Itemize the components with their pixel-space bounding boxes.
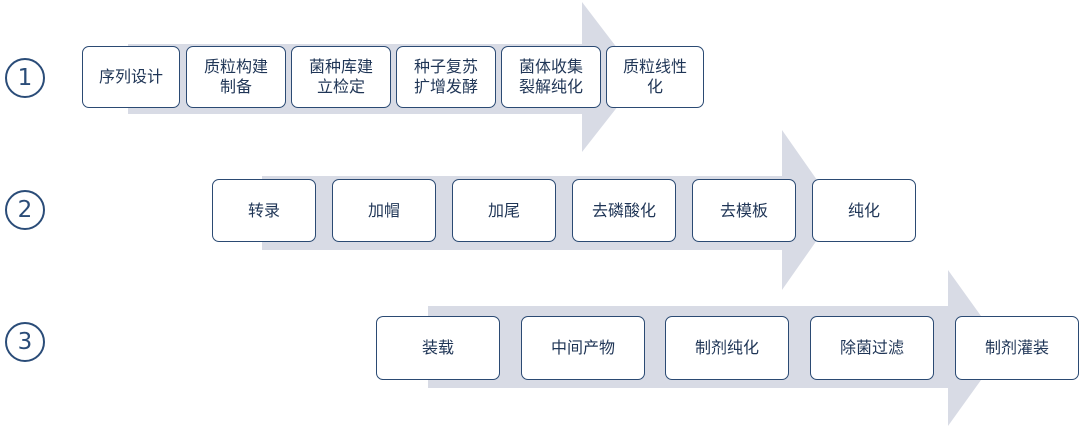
step-label: 中间产物: [550, 338, 615, 357]
row-2-step: 加尾: [452, 179, 556, 242]
step-label: 纯化: [847, 200, 880, 220]
step-label: 制剂纯化: [694, 338, 759, 357]
row-1-step: 质粒线性 化: [606, 46, 704, 108]
step-label: 序列设计: [98, 67, 163, 86]
row-3-step: 装载: [376, 316, 500, 380]
step-label: 质粒构建 制备: [203, 57, 268, 96]
step-label: 加帽: [367, 200, 400, 220]
row-3-number: 3: [5, 322, 45, 362]
row-3-step: 制剂纯化: [665, 316, 789, 380]
row-2-number: 2: [5, 190, 45, 230]
row-1-step: 种子复苏 扩增发酵: [396, 46, 496, 108]
step-label: 转录: [247, 200, 280, 220]
step-label: 制剂灌装: [984, 338, 1049, 357]
row-2-step: 去磷酸化: [572, 179, 676, 242]
row-2-step: 纯化: [812, 179, 916, 242]
row-1-step: 菌种库建 立检定: [291, 46, 391, 108]
row-1-step: 序列设计: [82, 46, 180, 108]
step-label: 装载: [421, 338, 454, 357]
row-3-step: 中间产物: [521, 316, 645, 380]
step-label: 质粒线性 化: [622, 57, 687, 96]
step-label: 去模板: [719, 200, 768, 220]
row-2-step: 去模板: [692, 179, 796, 242]
row-1-step: 质粒构建 制备: [186, 46, 286, 108]
row-2-step: 加帽: [332, 179, 436, 242]
row-2-step: 转录: [212, 179, 316, 242]
step-label: 菌体收集 裂解纯化: [518, 57, 583, 96]
step-label: 加尾: [487, 200, 520, 220]
step-label: 菌种库建 立检定: [308, 57, 373, 96]
row-3-step: 制剂灌装: [955, 316, 1079, 380]
row-1-step: 菌体收集 裂解纯化: [501, 46, 601, 108]
step-label: 除菌过滤: [839, 338, 904, 357]
row-3-step: 除菌过滤: [810, 316, 934, 380]
row-1-number: 1: [5, 58, 45, 98]
step-label: 种子复苏 扩增发酵: [413, 57, 478, 96]
step-label: 去磷酸化: [591, 200, 656, 220]
